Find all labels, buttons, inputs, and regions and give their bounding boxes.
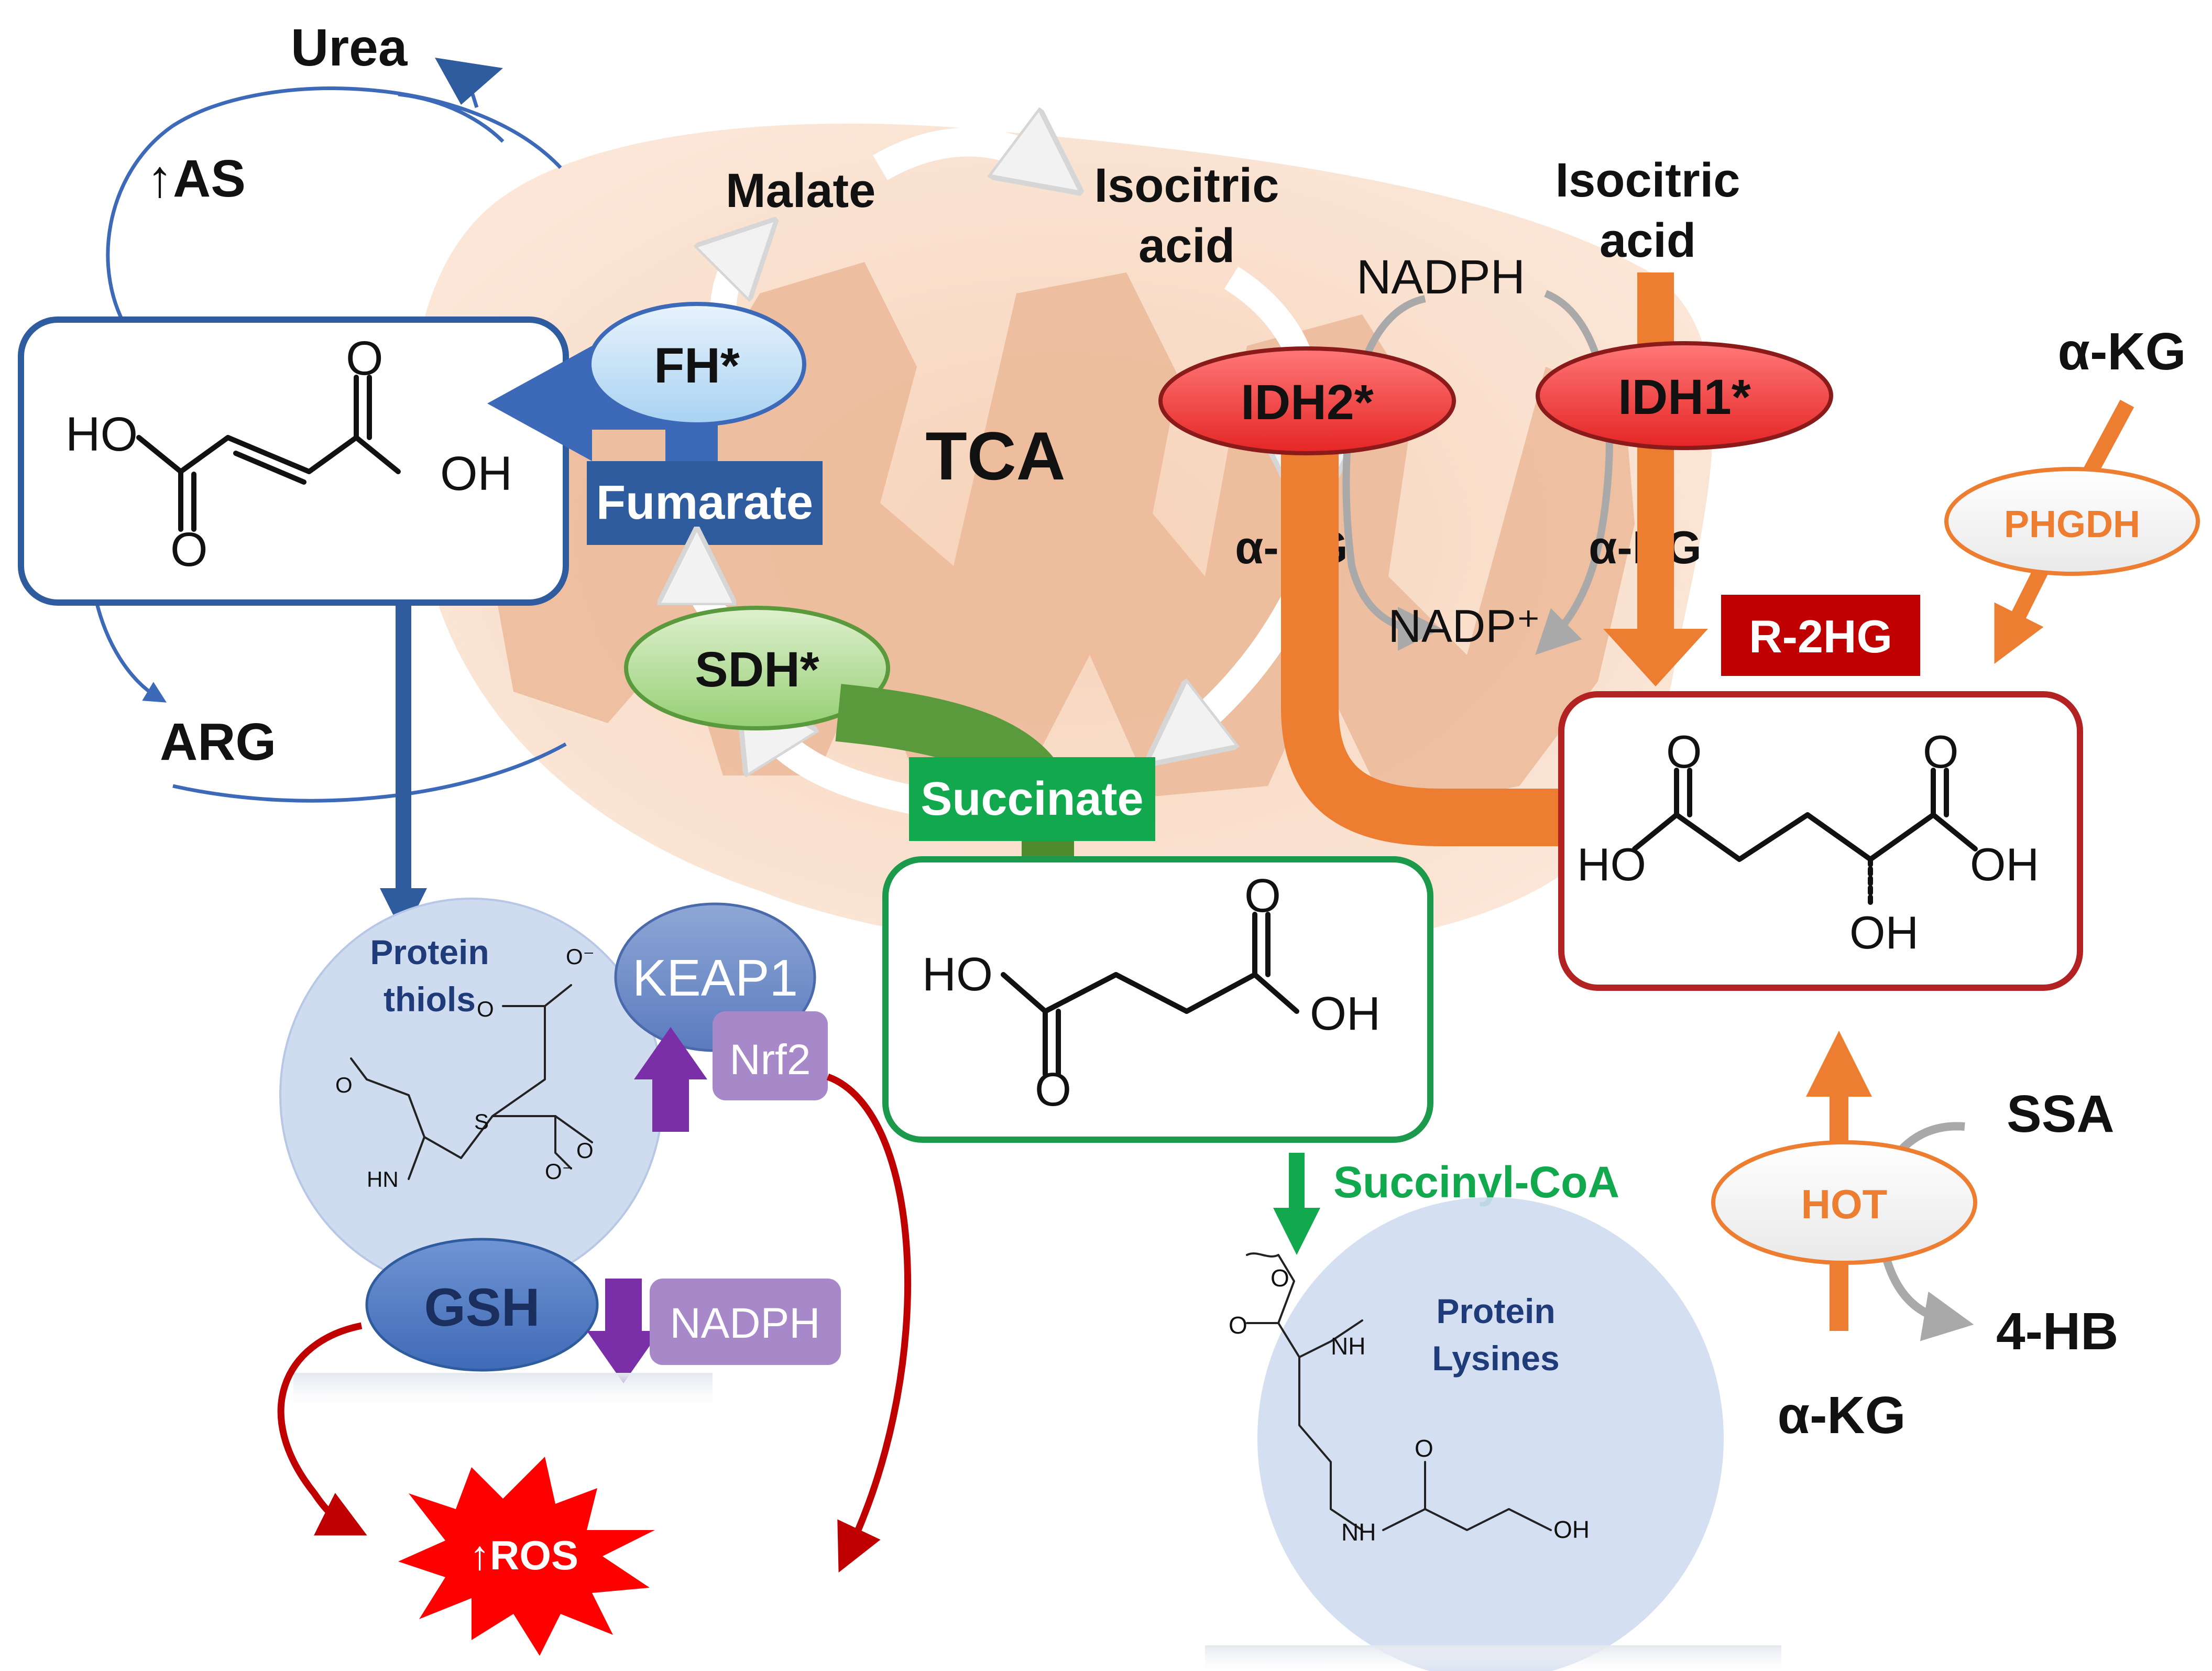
svg-text:O: O bbox=[1666, 726, 1702, 778]
isocitric-right-label-1: Isocitric bbox=[1556, 154, 1740, 207]
succinate-molecule: HO O O OH bbox=[882, 856, 1433, 1143]
akg-to-phgdh-line bbox=[2083, 399, 2134, 476]
svg-text:O: O bbox=[1229, 1312, 1247, 1339]
protein-thiols-circle: Protein thiols O HN S O O⁻ O O⁻ bbox=[279, 898, 664, 1293]
sdh-enzyme: SDH* bbox=[624, 606, 890, 730]
ssa-label: SSA bbox=[2007, 1085, 2115, 1143]
svg-text:R-2HG: R-2HG bbox=[1749, 610, 1892, 662]
svg-text:OH: OH bbox=[440, 447, 512, 500]
malate-label: Malate bbox=[726, 164, 875, 217]
svg-text:O: O bbox=[1415, 1435, 1433, 1462]
thiols-floor-shadow bbox=[293, 1373, 713, 1415]
nadph-down-arrow bbox=[587, 1279, 660, 1383]
idh1-enzyme: IDH1* bbox=[1536, 341, 1833, 450]
svg-text:IDH2*: IDH2* bbox=[1241, 375, 1373, 430]
svg-text:O: O bbox=[1035, 1064, 1071, 1116]
svg-text:O: O bbox=[1923, 726, 1958, 778]
svg-text:O: O bbox=[335, 1073, 353, 1097]
svg-text:HO: HO bbox=[922, 948, 993, 1001]
hot-to-4hb-curve bbox=[1882, 1256, 1974, 1341]
svg-text:Protein: Protein bbox=[1436, 1292, 1555, 1330]
svg-text:O⁻: O⁻ bbox=[566, 944, 595, 969]
svg-text:HO: HO bbox=[65, 408, 138, 461]
nrf2-to-ros-arrow bbox=[826, 1073, 912, 1573]
4hb-label: 4-HB bbox=[1996, 1302, 2118, 1361]
svg-text:↑ROS: ↑ROS bbox=[469, 1532, 578, 1578]
tca-label: TCA bbox=[925, 418, 1065, 494]
svg-text:O⁻: O⁻ bbox=[545, 1159, 574, 1184]
svg-text:IDH1*: IDH1* bbox=[1618, 369, 1750, 425]
nrf2-up-arrow bbox=[634, 1027, 707, 1132]
gsh-to-ros-arrow bbox=[277, 1322, 367, 1536]
ros-burst: ↑ROS bbox=[398, 1457, 655, 1656]
urea-arrow-head bbox=[435, 58, 503, 105]
nadph-top-label: NADPH bbox=[1356, 250, 1525, 304]
svg-text:NH: NH bbox=[1331, 1333, 1365, 1360]
svg-text:O: O bbox=[170, 523, 208, 576]
svg-text:HN: HN bbox=[367, 1167, 399, 1192]
svg-text:OH: OH bbox=[1310, 988, 1381, 1040]
idh2-enzyme: IDH2* bbox=[1158, 346, 1456, 455]
succinate-to-sdh-arrow bbox=[760, 718, 925, 816]
svg-text:O: O bbox=[346, 332, 384, 385]
urea-cycle bbox=[92, 58, 567, 803]
svg-text:GSH: GSH bbox=[424, 1277, 540, 1337]
akg-bottom-label: α-KG bbox=[1778, 1386, 1906, 1445]
svg-text:O: O bbox=[1244, 870, 1281, 922]
isocitric-right-label-2: acid bbox=[1600, 214, 1696, 267]
fh-enzyme: FH* bbox=[587, 302, 806, 427]
svg-text:O: O bbox=[1271, 1264, 1289, 1292]
isocitric-left-label-1: Isocitric bbox=[1094, 159, 1279, 212]
malate-to-isocitric-arrow bbox=[873, 142, 1048, 168]
fumarate-export-arrow bbox=[487, 346, 692, 461]
svg-text:Lysines: Lysines bbox=[1432, 1339, 1559, 1378]
svg-text:HOT: HOT bbox=[1801, 1181, 1888, 1227]
svg-text:thiols: thiols bbox=[384, 980, 476, 1019]
nadph-cycle-left bbox=[1342, 295, 1442, 651]
svg-text:NADPH: NADPH bbox=[670, 1299, 820, 1347]
svg-text:KEAP1: KEAP1 bbox=[632, 949, 798, 1007]
svg-text:O: O bbox=[477, 997, 494, 1021]
protein-lysines-circle: Protein Lysines O O NH NH O OH bbox=[1205, 1197, 1781, 1671]
nadph-cycle-right bbox=[1535, 290, 1613, 655]
svg-text:Protein: Protein bbox=[370, 933, 489, 971]
gsh: GSH bbox=[365, 1238, 599, 1372]
nrf2: Nrf2 bbox=[713, 1011, 828, 1100]
svg-text:S: S bbox=[474, 1109, 489, 1134]
svg-text:OH: OH bbox=[1970, 838, 2039, 890]
as-label: ↑AS bbox=[147, 149, 246, 208]
isocitric-left-label-2: acid bbox=[1138, 219, 1235, 272]
svg-text:Fumarate: Fumarate bbox=[596, 476, 813, 529]
r2hg-molecule: HO O O OH OH bbox=[1558, 691, 2083, 991]
svg-text:FH*: FH* bbox=[654, 338, 740, 394]
arg-label: ARG bbox=[160, 713, 276, 771]
hot-enzyme: HOT bbox=[1711, 1140, 1977, 1265]
svg-text:NH: NH bbox=[1341, 1519, 1376, 1546]
nadp-plus-label: NADP⁺ bbox=[1388, 600, 1541, 652]
succinate-tag: Succinate bbox=[909, 757, 1155, 841]
phgdh-enzyme: PHGDH bbox=[1944, 467, 2200, 576]
r2hg-tag: R-2HG bbox=[1721, 595, 1920, 676]
phgdh-to-r2hg-arrow bbox=[1994, 562, 2051, 664]
svg-text:SDH*: SDH* bbox=[695, 642, 819, 697]
svg-text:HO: HO bbox=[1577, 838, 1646, 890]
svg-text:OH: OH bbox=[1553, 1516, 1590, 1543]
fumarate-molecule: HO O O OH bbox=[18, 316, 569, 606]
svg-text:OH: OH bbox=[1849, 907, 1919, 958]
svg-text:Nrf2: Nrf2 bbox=[730, 1036, 811, 1084]
svg-text:PHGDH: PHGDH bbox=[2004, 504, 2140, 545]
urea-label: Urea bbox=[291, 18, 408, 77]
svg-text:O: O bbox=[576, 1138, 594, 1163]
nadph-box: NADPH bbox=[650, 1279, 841, 1365]
akg-top-right-label: α-KG bbox=[2058, 322, 2186, 381]
fumarate-tag: Fumarate bbox=[587, 461, 823, 545]
svg-text:Succinate: Succinate bbox=[921, 773, 1143, 825]
